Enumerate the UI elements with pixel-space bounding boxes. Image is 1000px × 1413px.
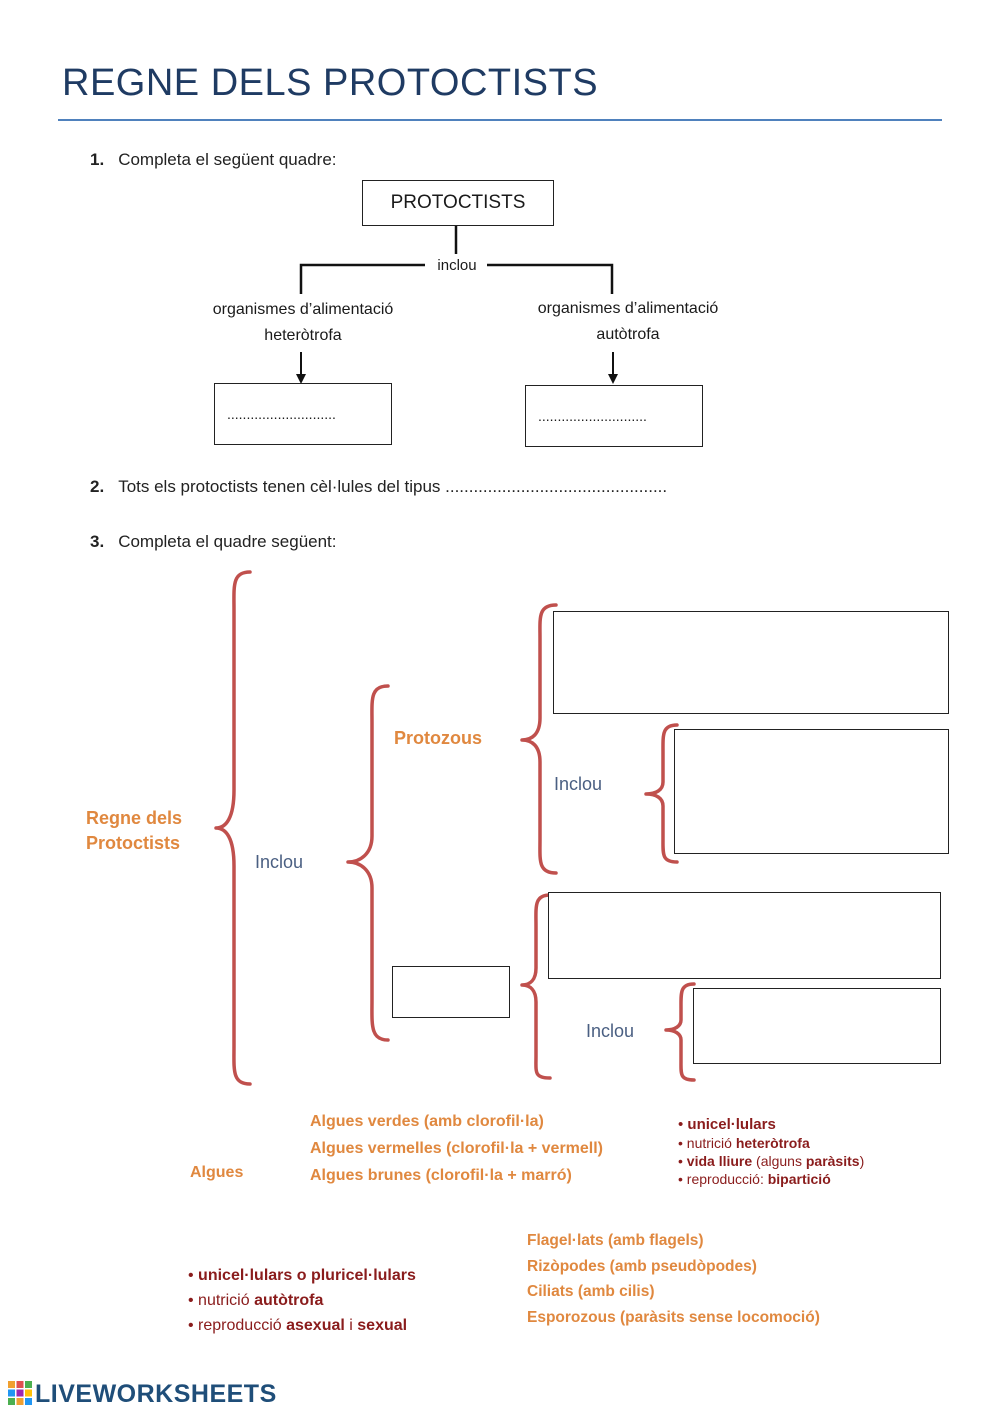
algae-type-item: Algues verdes (amb clorofil·la) — [310, 1113, 544, 1130]
kingdom-label-line-2: Protoctists — [86, 833, 181, 853]
protozoa-type-item: Rizòpodes (amb pseudòpodes) — [527, 1257, 757, 1275]
algae-type-item: Algues vermelles (clorofil·la + vermell) — [310, 1140, 604, 1157]
protozoa-type-item: Ciliats (amb cilis) — [527, 1283, 655, 1300]
question-3: 3. Completa el quadre següent: — [90, 532, 337, 552]
protozoa-types-drop-box[interactable] — [674, 729, 949, 854]
protozoa-types-draggable[interactable]: Flagel·lats (amb flagels) Rizòpodes (amb… — [527, 1228, 820, 1330]
algae-types-drop-box[interactable] — [693, 988, 941, 1064]
tree-connectors — [296, 226, 618, 384]
question-number: 1. — [90, 150, 105, 169]
brace-kingdom — [214, 570, 252, 1086]
question-text: Completa el quadre següent: — [118, 532, 337, 551]
kingdom-label-line-1: Regne dels — [86, 808, 183, 828]
liveworksheets-logo: LIVEWORKSHEETS — [8, 1380, 277, 1409]
kingdom-label: Regne dels Protoctists — [86, 806, 182, 856]
autotrophic-answer-box[interactable]: ............................ — [525, 385, 703, 447]
question-number: 2. — [90, 477, 105, 496]
heterotrophic-label: organismes d’alimentació heteròtrofa — [190, 297, 416, 349]
scheme-braces — [214, 570, 696, 1086]
question-2: 2. Tots els protoctists tenen cèl·lules d… — [90, 477, 667, 497]
root-box: PROTOCTISTS — [362, 180, 554, 226]
algues-draggable[interactable]: Algues — [190, 1164, 244, 1181]
title-underline — [58, 119, 942, 121]
page-title: REGNE DELS PROTOCTISTS — [62, 62, 599, 104]
inclou-protozous-label: Inclou — [554, 774, 603, 794]
brace-protozous — [520, 603, 558, 875]
inclou-label: inclou — [437, 257, 477, 274]
brace-protozous-sub — [644, 723, 679, 864]
autotrophic-label-line-1: organismes d’alimentació — [537, 300, 719, 317]
protozoa-traits-drop-box[interactable] — [553, 611, 949, 714]
algae-traits-draggable[interactable]: • unicel·lulars o pluricel·lulars • nutr… — [188, 1263, 416, 1338]
protozous-label: Protozous — [394, 728, 482, 748]
autotrophic-label: organismes d’alimentació autòtrofa — [515, 296, 741, 348]
algae-traits-drop-box[interactable] — [548, 892, 941, 979]
heterotrophic-label-line-1: organismes d’alimentació — [212, 301, 394, 318]
brace-algues-sub — [664, 982, 696, 1082]
algae-types-draggable[interactable]: Algues verdes (amb clorofil·la) Algues v… — [310, 1108, 603, 1189]
brace-main — [346, 684, 390, 1042]
algae-trait-item: • unicel·lulars o pluricel·lulars — [188, 1267, 416, 1284]
autotrophic-label-line-2: autòtrofa — [596, 326, 660, 343]
algae-trait-item: • nutrició autòtrofa — [188, 1292, 324, 1309]
protozoa-trait-item: • nutrició heteròtrofa — [678, 1135, 810, 1151]
algae-trait-item: • reproducció asexual i sexual — [188, 1317, 408, 1334]
brace-algues — [520, 893, 552, 1080]
question-1: 1. Completa el següent quadre: — [90, 150, 337, 170]
protozoa-traits-draggable[interactable]: • unicel·lulars • nutrició heteròtrofa •… — [678, 1116, 864, 1188]
algae-type-item: Algues brunes (clorofil·la + marró) — [310, 1167, 572, 1184]
inclou-algues-label: Inclou — [586, 1021, 635, 1041]
protozoa-trait-item: • unicel·lulars — [678, 1116, 776, 1133]
heterotrophic-answer-box[interactable]: ............................ — [214, 383, 392, 445]
protozoa-type-item: Esporozous (paràsits sense locomoció) — [527, 1308, 820, 1326]
algues-name-drop-box[interactable] — [392, 966, 510, 1018]
protozoa-trait-item: • reproducció: bipartició — [678, 1171, 831, 1187]
question-number: 3. — [90, 532, 105, 551]
logo-grid-icon — [8, 1381, 32, 1405]
heterotrophic-label-line-2: heteròtrofa — [264, 327, 342, 344]
question-text: Completa el següent quadre: — [118, 150, 337, 169]
protozoa-trait-item: • vida lliure (alguns paràsits) — [678, 1153, 865, 1169]
inclou-main-label: Inclou — [255, 852, 304, 872]
question-text: Tots els protoctists tenen cèl·lules del… — [118, 477, 668, 496]
protozoa-type-item: Flagel·lats (amb flagels) — [527, 1232, 704, 1249]
logo-text: LIVEWORKSHEETS — [35, 1380, 277, 1408]
